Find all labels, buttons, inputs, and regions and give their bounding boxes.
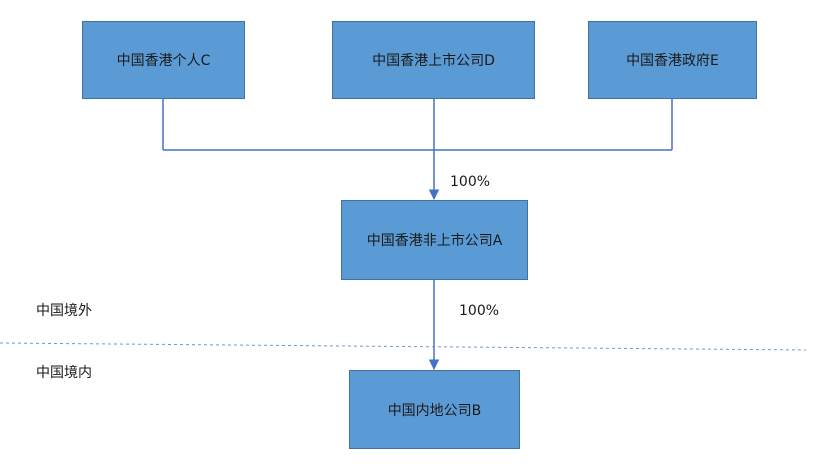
node-hk-government-e: 中国香港政府E (588, 21, 757, 99)
node-hk-individual-c: 中国香港个人C (82, 21, 245, 99)
region-label-inside-china: 中国境内 (36, 365, 92, 381)
node-hk-unlisted-company-a: 中国香港非上市公司A (341, 200, 528, 280)
ownership-percent-to-a: 100% (450, 174, 491, 190)
node-mainland-company-b: 中国内地公司B (349, 370, 520, 449)
region-label-outside-china: 中国境外 (36, 303, 92, 319)
node-hk-listed-company-d: 中国香港上市公司D (332, 21, 535, 99)
border-divider (0, 342, 807, 351)
ownership-percent-a-to-b: 100% (459, 303, 500, 319)
